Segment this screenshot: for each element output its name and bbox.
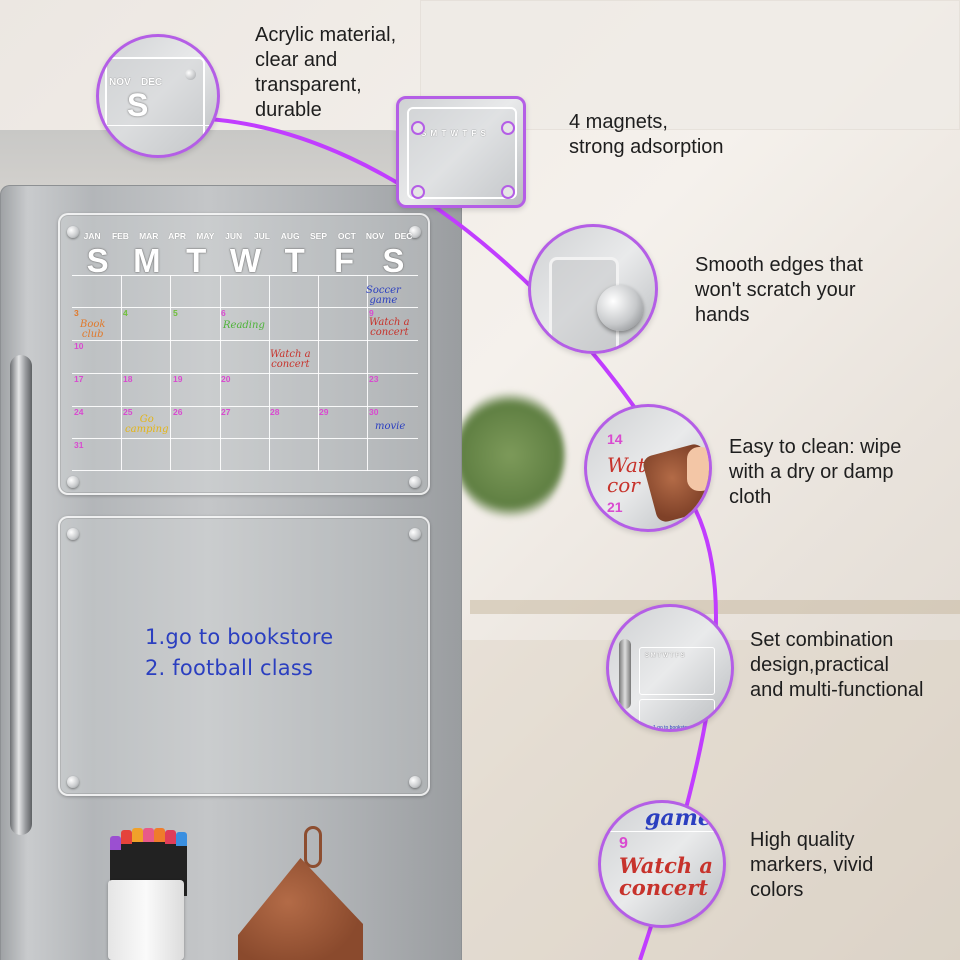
magnet bbox=[67, 776, 79, 788]
snippet-todo: 1.go to bookstore bbox=[653, 725, 692, 731]
snippet-grid-line bbox=[105, 125, 217, 126]
marker-pen bbox=[121, 830, 132, 896]
calendar-note: Watch a concert bbox=[270, 349, 311, 370]
snippet-day-number: 9 bbox=[619, 835, 628, 852]
grid-line bbox=[269, 275, 270, 471]
magnet bbox=[67, 226, 79, 238]
background-plant bbox=[455, 390, 565, 520]
day-number: 23 bbox=[369, 374, 379, 384]
feature-label: Set combination design,practical and mul… bbox=[750, 629, 924, 701]
magnet-dot bbox=[501, 121, 515, 135]
grid-line bbox=[220, 275, 221, 471]
day-number: 28 bbox=[270, 407, 280, 417]
calendar-note: Soccer game bbox=[366, 285, 401, 306]
month-label: JAN bbox=[83, 231, 101, 241]
calendar-note: movie bbox=[375, 421, 406, 432]
grid-line bbox=[170, 275, 171, 471]
snippet-note: game bbox=[645, 805, 712, 831]
day-number: 10 bbox=[74, 341, 84, 351]
day-number: 31 bbox=[74, 440, 84, 450]
day-number: 19 bbox=[173, 374, 183, 384]
calendar-note: Book club bbox=[80, 319, 106, 340]
feature-bubble: S M T W T F S 1.go to bookstore bbox=[606, 604, 734, 732]
calendar-note: Watch a concert bbox=[369, 317, 410, 338]
magnet bbox=[409, 528, 421, 540]
snippet-weekday: S bbox=[127, 87, 149, 123]
snippet-weekdays: S M T W T F S bbox=[645, 653, 685, 659]
todo-line: 1.go to bookstore bbox=[145, 625, 334, 649]
day-number: 24 bbox=[74, 407, 84, 417]
magnet bbox=[67, 476, 79, 488]
day-number: 30 bbox=[369, 407, 379, 417]
feature-label: High quality markers, vivid colors bbox=[750, 829, 874, 901]
day-number: 3 bbox=[74, 308, 79, 318]
feature-label: 4 magnets, strong adsorption bbox=[569, 111, 724, 158]
snippet-day-number: 14 bbox=[607, 431, 623, 447]
day-number: 20 bbox=[221, 374, 231, 384]
day-number: 18 bbox=[123, 374, 133, 384]
fridge-set-icon bbox=[639, 647, 715, 695]
feature-label: Easy to clean: wipe with a dry or damp c… bbox=[729, 436, 902, 508]
feature-bubble bbox=[528, 224, 658, 354]
snippet-month: NOV bbox=[109, 77, 131, 88]
weekday-label: S bbox=[382, 242, 405, 279]
calendar-note: Reading bbox=[223, 320, 265, 331]
snippet-month: DEC bbox=[141, 77, 163, 88]
weekday-label: F bbox=[333, 242, 355, 279]
feature-bubble: NOV DEC S bbox=[96, 34, 220, 158]
snippet-weekdays: S M T W T F S bbox=[421, 129, 487, 138]
magnet-dot bbox=[501, 185, 515, 199]
snippet-day-number: 21 bbox=[607, 499, 623, 515]
magnet-dot bbox=[411, 185, 425, 199]
feature-bubble: game 9 Watch a concert bbox=[598, 800, 726, 928]
marker-pen bbox=[132, 828, 143, 896]
day-number: 26 bbox=[173, 407, 183, 417]
feature-label: Smooth edges that won't scratch your han… bbox=[695, 254, 863, 326]
grid-line bbox=[121, 275, 122, 471]
day-number: 6 bbox=[221, 308, 226, 318]
weekday-label: W bbox=[229, 242, 262, 279]
todo-text: 1.go to bookstore 2. football class bbox=[145, 622, 333, 684]
weekday-label: T bbox=[186, 242, 207, 279]
month-label: FEB bbox=[111, 231, 129, 241]
magnet bbox=[409, 776, 421, 788]
day-number: 29 bbox=[319, 407, 329, 417]
day-number: 4 bbox=[123, 308, 128, 318]
weekday-label: S bbox=[86, 242, 109, 279]
fridge-handle bbox=[10, 355, 32, 835]
magnet-button-icon bbox=[597, 285, 643, 331]
magnet-board-icon bbox=[407, 107, 517, 199]
todo-line: 2. football class bbox=[145, 656, 314, 680]
snippet-grid-line bbox=[601, 831, 723, 832]
day-number: 17 bbox=[74, 374, 84, 384]
magnet-dot bbox=[185, 69, 196, 80]
month-label: MAR bbox=[139, 231, 159, 241]
grid-line bbox=[318, 275, 319, 471]
weekday-label: T bbox=[284, 242, 305, 279]
marker-pen bbox=[143, 828, 154, 896]
marker-writing-icon: Watch a concert bbox=[619, 853, 714, 900]
day-number: 27 bbox=[221, 407, 231, 417]
feature-bubble: 14 21 Watc cor bbox=[584, 404, 712, 532]
weekday-label: M bbox=[133, 242, 161, 279]
background-shelf bbox=[470, 600, 960, 614]
day-number: 5 bbox=[173, 308, 178, 318]
mini-todo-board bbox=[639, 699, 715, 729]
marker-pen bbox=[110, 836, 121, 896]
day-number: 25 bbox=[123, 407, 133, 417]
magnet bbox=[409, 476, 421, 488]
hand bbox=[687, 447, 709, 491]
magnet bbox=[67, 528, 79, 540]
feature-label: Acrylic material, clear and transparent,… bbox=[255, 24, 397, 121]
pen-holder bbox=[108, 880, 184, 960]
feature-bubble: S M T W T F S bbox=[396, 96, 526, 208]
marker-pen bbox=[154, 828, 165, 896]
mini-fridge-handle bbox=[619, 639, 631, 709]
calendar-note: Go camping bbox=[125, 414, 169, 435]
magnet-dot bbox=[411, 121, 425, 135]
calendar-weekdays: S M T W T F S bbox=[73, 242, 418, 279]
cloth-loop bbox=[304, 826, 322, 868]
